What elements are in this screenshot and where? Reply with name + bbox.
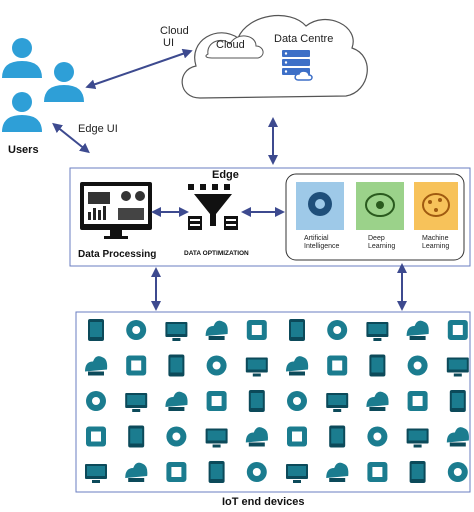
fitness-icon	[447, 462, 468, 482]
user-icon	[2, 92, 42, 132]
cloud-shape: Cloud Data Centre	[181, 14, 368, 99]
edge-ui-label: Edge UI	[78, 123, 118, 135]
gamepad-icon	[287, 391, 307, 411]
ai-tile	[296, 182, 344, 230]
cloud-ui-label-line1: Cloud	[160, 25, 189, 37]
robot-arm-icon	[86, 391, 106, 411]
smart-home-icon	[366, 322, 389, 341]
bell-icon	[166, 426, 187, 447]
cloud-ui-arrow	[85, 48, 193, 90]
edge-title: Edge	[212, 169, 239, 181]
bulb-icon	[449, 390, 466, 412]
dashboard-icon	[165, 391, 188, 411]
phone-alt-icon	[367, 426, 388, 447]
satellite-dish-icon	[446, 427, 469, 447]
router-icon	[245, 357, 268, 377]
users-label: Users	[8, 144, 39, 156]
antenna-icon	[326, 393, 349, 412]
data-processing-monitor-icon	[80, 182, 152, 239]
tablet-icon	[88, 319, 104, 341]
data-centre-label: Data Centre	[274, 33, 333, 45]
data-optimization-label: DATA OPTIMIZATION	[184, 250, 249, 257]
dl-label-line2: Learning	[368, 243, 395, 250]
users-group: Users	[2, 38, 84, 156]
ml-label-line2: Learning	[422, 243, 449, 250]
machine-learning-tile	[414, 182, 458, 230]
ml-label-line1: Machine	[422, 235, 449, 242]
folder-icon	[367, 462, 388, 482]
house-icon	[126, 355, 147, 376]
shopping-icon	[409, 461, 426, 483]
wifi-icon	[165, 322, 188, 341]
network-icon	[286, 356, 309, 376]
data-optimization-funnel-icon	[188, 184, 238, 230]
satellite-icon	[206, 391, 227, 411]
keyboard-icon	[286, 464, 308, 483]
headset-icon	[166, 462, 187, 482]
tv-icon	[406, 428, 429, 448]
car-icon	[208, 461, 225, 483]
calculator-icon	[245, 427, 268, 447]
ai-label-line1: Artificial	[304, 235, 329, 242]
gears-icon	[125, 393, 148, 412]
location-pin-icon	[447, 320, 468, 340]
controller-icon	[248, 390, 265, 412]
mouse-icon	[369, 354, 386, 377]
battery-icon	[205, 428, 228, 448]
chat-icon	[407, 391, 428, 411]
cloud-icon	[126, 320, 147, 340]
server-rack-icon	[282, 50, 313, 81]
cloud-sync-icon	[327, 355, 348, 376]
phone-icon	[85, 356, 108, 376]
globe-network-icon	[287, 426, 307, 447]
iot-device-grid	[85, 319, 469, 483]
monitor-icon	[205, 320, 228, 340]
printer-icon	[446, 357, 469, 377]
usb-icon	[128, 425, 145, 448]
display-icon	[407, 355, 428, 376]
search-icon	[85, 464, 107, 483]
server-icon	[206, 355, 227, 376]
globe-icon	[289, 319, 305, 341]
user-icon	[44, 62, 84, 102]
cloud-label: Cloud	[216, 39, 245, 51]
cloud-server-icon	[246, 462, 267, 482]
tablet-alt-icon	[329, 425, 346, 448]
brain-network-icon	[414, 182, 458, 230]
cloud-ui-label-line2: UI	[163, 37, 174, 49]
user-icon	[2, 38, 42, 78]
card-icon	[86, 426, 106, 447]
deep-learning-tile	[356, 182, 404, 230]
gear-icon	[246, 320, 267, 340]
map-icon	[326, 462, 349, 482]
dl-label-line1: Deep	[368, 235, 385, 242]
phone-app-icon	[366, 391, 389, 411]
laptop-icon	[406, 320, 429, 340]
ai-label-line2: Intelligence	[304, 243, 340, 250]
smartwatch-icon	[327, 320, 348, 340]
data-processing-label: Data Processing	[78, 249, 156, 260]
edge-ui-arrow	[52, 122, 90, 154]
mail-icon	[125, 462, 148, 482]
camera-icon	[168, 354, 185, 377]
iot-title: IoT end devices	[222, 496, 305, 508]
